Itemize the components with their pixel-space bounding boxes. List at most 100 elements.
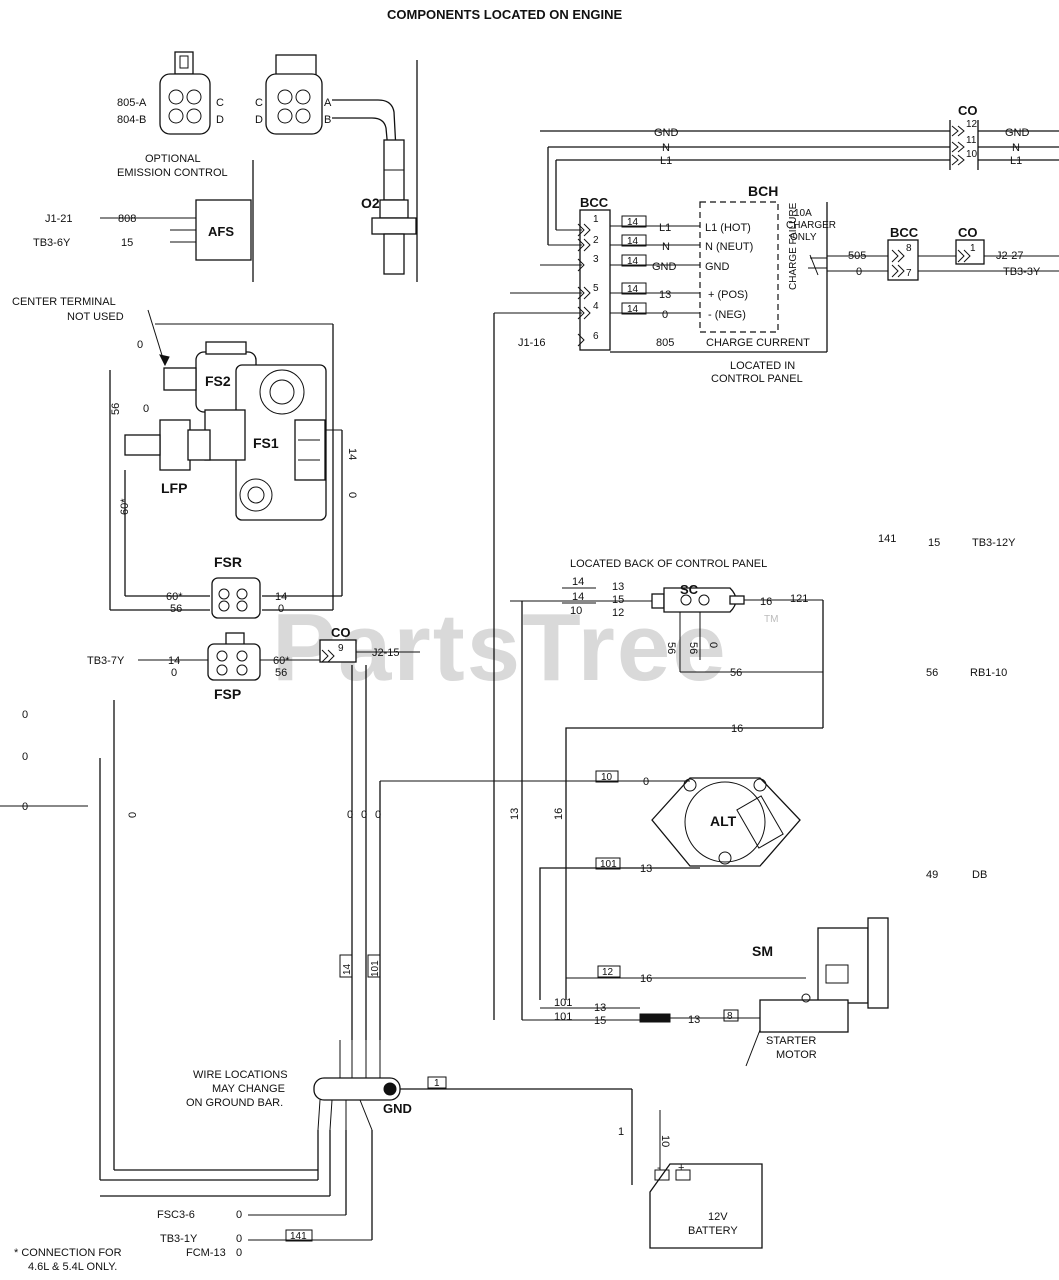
bch-l1-hot: L1 (HOT) (705, 222, 751, 234)
wire-tb3-12y: TB3-12Y (972, 537, 1016, 549)
fs-wire-56: 56 (110, 403, 122, 415)
alt-wire-0: 0 (643, 776, 649, 788)
wire-loc-note-1: WIRE LOCATIONS (193, 1069, 288, 1081)
bch-n-neut: N (NEUT) (705, 241, 753, 253)
fs1-label: FS1 (253, 435, 279, 451)
fsp-wire-0: 0 (171, 667, 177, 679)
connection-note-2: 4.6L & 5.4L ONLY. (28, 1261, 117, 1273)
bus-l1: L1 (660, 155, 672, 167)
sm-wire-15: 15 (594, 1015, 606, 1027)
co-right-pin-1: 1 (970, 243, 976, 254)
left-wire-0a: 0 (22, 709, 28, 721)
co-fsp-connector (319, 639, 357, 663)
diode (639, 1013, 671, 1023)
wire-808: 808 (118, 213, 136, 225)
left-wire-0b: 0 (22, 751, 28, 763)
alternator (651, 777, 801, 867)
charger-note-3: ONLY (790, 232, 817, 243)
bus-n: N (662, 142, 670, 154)
fs-wire-0: 0 (143, 403, 149, 415)
bch-wire-l1: L1 (659, 222, 671, 234)
wire-16: 16 (731, 723, 743, 735)
sc-wire-13: 13 (612, 581, 624, 593)
o2-pin-c: C (255, 97, 263, 109)
located-in-2: CONTROL PANEL (711, 373, 803, 385)
fs1-wire-14: 14 (346, 448, 358, 460)
co-pin-10: 10 (966, 149, 978, 160)
wire-j2-27: J2-27 (996, 250, 1024, 262)
sm-wire-13: 13 (594, 1002, 606, 1014)
fsr-wire-56: 56 (170, 603, 182, 615)
fsp-label: FSP (214, 686, 241, 702)
bcc-pin-5: 5 (593, 283, 599, 294)
sm-label: SM (752, 943, 773, 959)
battery-label-1: 12V (708, 1211, 728, 1223)
fsp-wire-14: 14 (168, 655, 180, 667)
o2-pin-a: A (324, 97, 332, 109)
gnd-tag-1: 1 (434, 1078, 440, 1089)
wire-j1-21: J1-21 (45, 213, 73, 225)
bcc-right-pin-8: 8 (906, 243, 912, 254)
wire-15-tb3: 15 (928, 537, 940, 549)
vert-wire-0: 0 (127, 812, 139, 818)
right-gnd: GND (1005, 127, 1030, 139)
sc-wire-56b: 56 (687, 642, 699, 654)
right-l1: L1 (1010, 155, 1022, 167)
fsp-wire-60: 60* (273, 655, 290, 667)
afs-box (195, 199, 252, 261)
sc-wire-15: 15 (612, 594, 624, 606)
wire-j2-15: J2-15 (372, 647, 400, 659)
co-right-label: CO (958, 225, 978, 240)
wire-13-vert: 13 (509, 808, 521, 820)
page-title: COMPONENTS LOCATED ON ENGINE (387, 7, 623, 22)
bus-wire-0c: 0 (375, 809, 381, 821)
tag-14-e: 14 (627, 304, 639, 315)
alt-label: ALT (710, 813, 737, 829)
batt-tag-10: 10 (659, 1135, 671, 1147)
bcc-right-pin-7: 7 (906, 268, 912, 279)
sc-tag-14a: 14 (572, 576, 584, 588)
fsr-wire-60: 60* (166, 591, 183, 603)
bcc-right-connector (887, 239, 919, 281)
fs2-label: FS2 (205, 373, 231, 389)
connection-note-1: * CONNECTION FOR (14, 1247, 122, 1259)
fs2-wire-0: 0 (137, 339, 143, 351)
fs1-wire-0: 0 (346, 492, 358, 498)
starter-contactor (651, 587, 745, 613)
wire-805a: 805-A (117, 97, 147, 109)
co-label-top: CO (958, 103, 978, 118)
bcc-connector (579, 209, 611, 351)
fsc3-wire-0: 0 (236, 1209, 242, 1221)
charge-failure: CHARGE FAILURE (788, 202, 799, 290)
sc-wire-16: 16 (760, 596, 772, 608)
gnd-label: GND (383, 1101, 412, 1116)
batt-plus: + (678, 1162, 684, 1174)
tag-141: 141 (878, 533, 896, 545)
wire-49: 49 (926, 869, 938, 881)
wire-15: 15 (121, 237, 133, 249)
emission-connector-left (159, 51, 211, 135)
located-in-1: LOCATED IN (730, 360, 795, 372)
o2-sensor (371, 139, 417, 275)
bch-wire-13: 13 (659, 289, 671, 301)
tag-14-c: 14 (627, 256, 639, 267)
center-terminal-1: CENTER TERMINAL (12, 296, 116, 308)
left-wire-0c: 0 (22, 801, 28, 813)
fsp-connector (207, 632, 261, 681)
o2-pin-b: B (324, 114, 331, 126)
bch-label: BCH (748, 183, 778, 199)
bch-wire-n: N (662, 241, 670, 253)
wire-tb3-7y: TB3-7Y (87, 655, 125, 667)
lfp-label: LFP (161, 480, 187, 496)
starter-motor (759, 917, 889, 1033)
co-pin-11: 11 (966, 135, 977, 146)
bcc-pin-2: 2 (593, 235, 599, 246)
co-fsp-label: CO (331, 625, 351, 640)
bcc-label: BCC (580, 195, 609, 210)
o2-connector (265, 54, 323, 135)
tag-101: 101 (600, 859, 617, 870)
tag-101-a: 101 (554, 997, 572, 1009)
batt-tag-1: 1 (618, 1126, 624, 1138)
wire-805: 805 (656, 337, 674, 349)
wire-0-bch: 0 (856, 266, 862, 278)
